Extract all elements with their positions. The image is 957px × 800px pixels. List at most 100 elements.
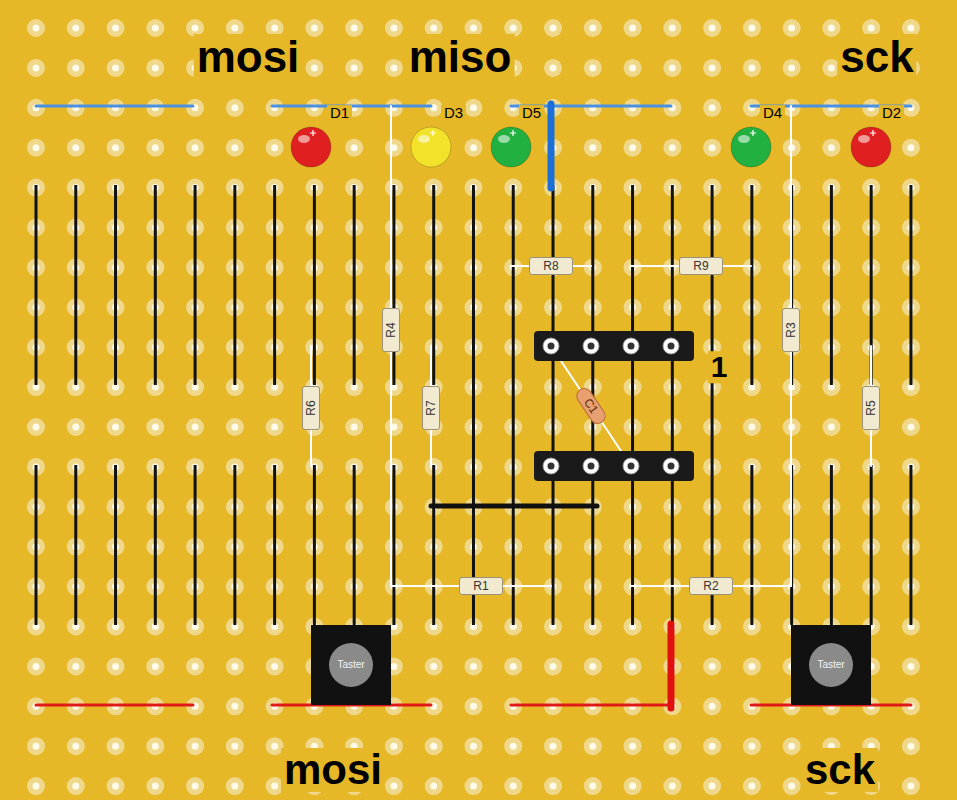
hole-pad <box>146 777 164 795</box>
copper-strip <box>909 185 912 385</box>
hole-pad <box>902 737 920 755</box>
hole-pad <box>27 657 45 675</box>
hole-pad <box>107 418 125 436</box>
hole-pad <box>67 139 85 157</box>
button-cap: Taster <box>809 643 853 687</box>
hole-pad <box>186 418 204 436</box>
hole-pad <box>27 59 45 77</box>
hole <box>550 743 557 750</box>
hole <box>112 424 119 431</box>
header-pin <box>663 458 679 474</box>
header-pin-hole <box>668 343 675 350</box>
hole-pad <box>822 418 840 436</box>
hole <box>868 25 875 32</box>
header-pin-hole <box>628 343 635 350</box>
hole <box>709 144 716 151</box>
hole-pad <box>186 777 204 795</box>
hole <box>152 743 159 750</box>
header-pin <box>623 458 639 474</box>
hole-pad <box>345 59 363 77</box>
hole-pad <box>464 697 482 715</box>
hole-pad <box>146 657 164 675</box>
hole-pad <box>385 19 403 37</box>
hole-pad <box>425 657 443 675</box>
hole <box>709 64 716 71</box>
header-pin <box>623 338 639 354</box>
hole-pad <box>902 657 920 675</box>
hole <box>152 783 159 790</box>
hole-pad <box>663 19 681 37</box>
hole <box>112 64 119 71</box>
hole-pad <box>783 737 801 755</box>
hole-pad <box>186 99 204 117</box>
led-body <box>411 127 451 167</box>
hole-pad <box>743 59 761 77</box>
hole <box>192 783 199 790</box>
hole-pad <box>464 737 482 755</box>
hole-pad <box>266 139 284 157</box>
hole-pad <box>504 737 522 755</box>
hole <box>33 144 40 151</box>
hole <box>470 25 477 32</box>
copper-strip <box>233 185 236 385</box>
pin-headers <box>534 331 694 481</box>
copper-strip <box>631 185 634 625</box>
led-polarity-mark <box>870 130 876 136</box>
led-highlight <box>298 135 310 143</box>
hole-pad <box>305 59 323 77</box>
hole-pad <box>743 737 761 755</box>
blue-jumper <box>548 104 555 188</box>
hole <box>788 25 795 32</box>
header-pins <box>543 338 679 474</box>
hole-pad <box>504 777 522 795</box>
hole <box>629 783 636 790</box>
copper-strip <box>74 185 77 385</box>
resistor-symbol: R6 <box>302 386 320 430</box>
red-rail <box>511 704 671 707</box>
part-name: D4 <box>760 105 785 121</box>
hole <box>112 25 119 32</box>
hole <box>33 424 40 431</box>
hole-pad <box>146 99 164 117</box>
hole-pad <box>624 59 642 77</box>
header-pin <box>583 458 599 474</box>
led-polarity-mark <box>310 130 316 136</box>
hole-pad <box>107 99 125 117</box>
hole <box>470 104 477 111</box>
hole <box>470 144 477 151</box>
pin-one-marker: 1 <box>708 351 731 383</box>
part-name: C1 <box>582 396 601 415</box>
hole-pad <box>862 99 880 117</box>
led-highlight <box>738 135 750 143</box>
header-pin-hole <box>588 463 595 470</box>
hole-pad <box>544 59 562 77</box>
led-symbol <box>291 127 331 167</box>
hole <box>112 783 119 790</box>
part-name: D5 <box>519 105 544 121</box>
hole <box>231 104 238 111</box>
hole-pad <box>703 19 721 37</box>
copper-strip <box>194 465 197 625</box>
hole <box>390 64 397 71</box>
hole-pad <box>186 737 204 755</box>
hole-pad <box>266 418 284 436</box>
hole <box>907 25 914 32</box>
hole-pad <box>67 657 85 675</box>
hole-pad <box>186 657 204 675</box>
resistor-symbol: R3 <box>782 308 800 352</box>
part-name: R3 <box>785 322 797 337</box>
black-jumper <box>431 504 597 509</box>
hole <box>390 25 397 32</box>
hole <box>907 663 914 670</box>
hole-pad <box>146 737 164 755</box>
header-pin-hole <box>668 463 675 470</box>
hole-pad <box>425 737 443 755</box>
hole-pad <box>663 737 681 755</box>
hole <box>72 743 79 750</box>
hole <box>629 64 636 71</box>
copper-strip <box>114 185 117 385</box>
hole <box>709 743 716 750</box>
hole <box>828 144 835 151</box>
hole <box>709 663 716 670</box>
copper-strip <box>273 465 276 625</box>
